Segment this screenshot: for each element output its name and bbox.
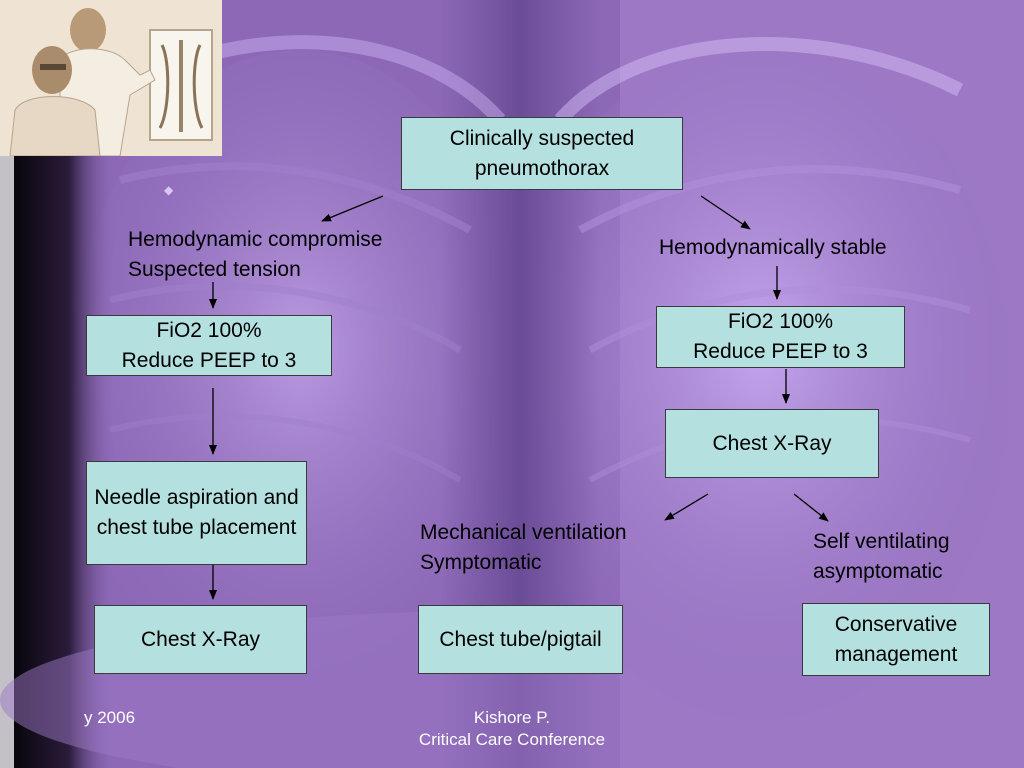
root-box: Clinically suspected pneumothorax — [401, 117, 683, 190]
left-step1-text: FiO2 100% Reduce PEEP to 3 — [121, 318, 297, 372]
footer-date: y 2006 — [84, 708, 136, 727]
sub-right-condition-label: Self ventilating asymptomatic — [813, 530, 950, 583]
right-step1-box: FiO2 100% Reduce PEEP to 3 — [656, 306, 905, 368]
left-step3-box: Chest X-Ray — [94, 605, 307, 674]
sub-left-outcome-text: Chest tube/pigtail — [439, 627, 602, 651]
arrow-right-step2-to-sub-right — [793, 493, 829, 522]
sub-left-condition-label: Mechanical ventilation Symptomatic — [420, 521, 627, 574]
footer-credit: Kishore P. Critical Care Conference — [390, 707, 634, 751]
right-step2-text: Chest X-Ray — [712, 431, 832, 455]
footer-event: Critical Care Conference — [418, 730, 606, 749]
footer-author: Kishore P. — [473, 708, 551, 727]
left-step1-box: FiO2 100% Reduce PEEP to 3 — [86, 315, 332, 376]
left-step3-text: Chest X-Ray — [140, 627, 261, 651]
root-text: Clinically suspected pneumothorax — [449, 126, 635, 180]
doctors-xray-photo-icon — [0, 0, 222, 156]
sub-right-outcome-text: Conservative management — [834, 612, 958, 666]
right-step2-box: Chest X-Ray — [665, 409, 879, 478]
left-step2-box: Needle aspiration and chest tube placeme… — [86, 461, 307, 565]
left-step2-text: Needle aspiration and chest tube placeme… — [94, 486, 299, 539]
left-condition-label: Hemodynamic compromise Suspected tension — [128, 228, 383, 281]
arrow-root-to-right — [700, 195, 751, 230]
arrow-root-to-left — [321, 195, 384, 222]
diamond-bullet-icon: ◆ — [164, 183, 174, 197]
right-condition-label: Hemodynamically stable — [659, 236, 887, 259]
sub-left-outcome-box: Chest tube/pigtail — [418, 605, 623, 674]
right-step1-text: FiO2 100% Reduce PEEP to 3 — [693, 310, 868, 363]
arrow-right-step2-to-sub-left — [664, 493, 709, 521]
sub-right-outcome-box: Conservative management — [802, 603, 990, 676]
